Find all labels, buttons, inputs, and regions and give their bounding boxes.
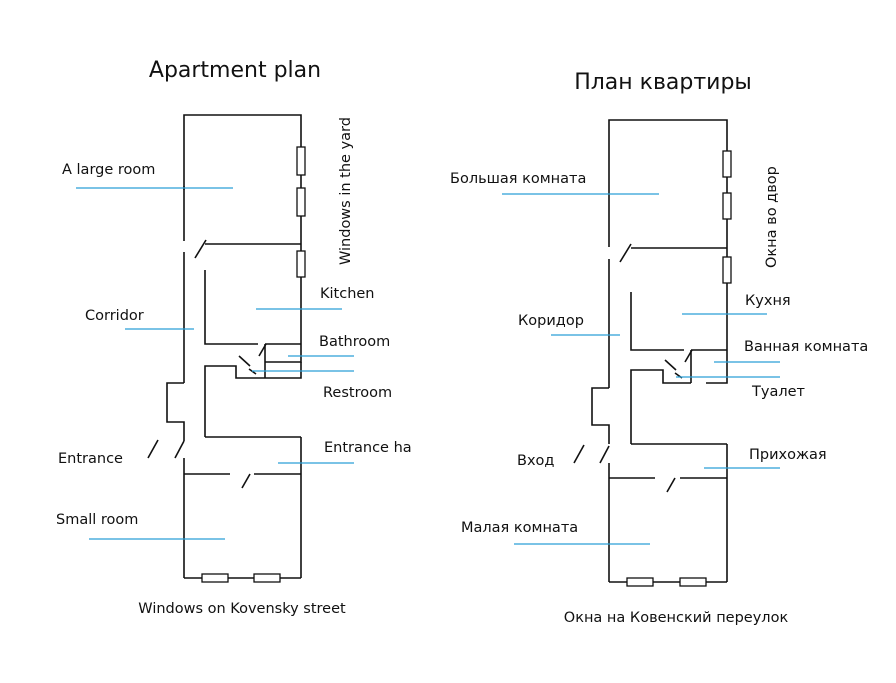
window-icon — [253, 573, 281, 583]
plan-title: План квартиры — [574, 70, 752, 95]
label-entrance: Entrance — [58, 451, 123, 467]
label-small-room: Малая комната — [461, 520, 578, 536]
window-icon — [679, 577, 707, 587]
window-icon — [626, 577, 654, 587]
label-corridor: Corridor — [85, 308, 144, 324]
window-icon — [722, 192, 732, 220]
walls — [573, 119, 728, 583]
label-entrance-hall: Прихожая — [749, 447, 827, 463]
window-icon — [296, 146, 306, 176]
label-bathroom: Ванная комната — [744, 339, 868, 355]
label-small-room: Small room — [56, 512, 138, 528]
label-windows-yard: Окна во двор — [764, 166, 780, 268]
plan-english: Apartment plan — [56, 58, 412, 617]
label-large-room: A large room — [62, 162, 155, 178]
label-entrance: Вход — [517, 453, 554, 469]
window-icon — [296, 250, 306, 278]
plan-title: Apartment plan — [149, 58, 321, 83]
window-icon — [722, 256, 732, 284]
window-icon — [296, 187, 306, 217]
label-windows-street: Windows on Kovensky street — [138, 601, 346, 617]
label-restroom: Restroom — [323, 385, 392, 401]
label-windows-street: Окна на Ковенский переулок — [564, 610, 789, 626]
label-windows-yard: Windows in the yard — [338, 117, 354, 265]
plan-russian: План квартиры — [450, 70, 868, 626]
walls — [147, 114, 302, 579]
window-icon — [722, 150, 732, 178]
label-kitchen: Кухня — [745, 293, 791, 309]
window-icon — [201, 573, 229, 583]
label-corridor: Коридор — [518, 313, 584, 329]
label-restroom: Туалет — [751, 384, 806, 400]
label-entrance-hall: Entrance ha — [324, 440, 412, 456]
label-kitchen: Kitchen — [320, 286, 375, 302]
label-bathroom: Bathroom — [319, 334, 390, 350]
label-large-room: Большая комната — [450, 171, 586, 187]
